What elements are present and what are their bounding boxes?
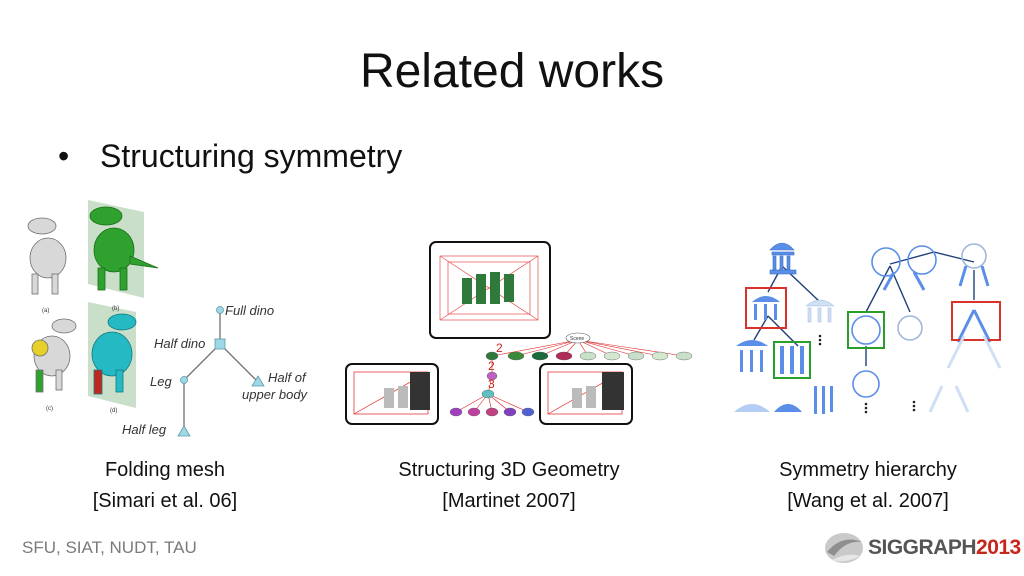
ferris-wheel-model	[851, 243, 987, 398]
graph-node	[627, 351, 645, 361]
graph-node	[675, 351, 693, 361]
tree-node	[177, 425, 191, 437]
caption-title: Folding mesh	[104, 459, 226, 481]
dino-mesh-a	[27, 217, 67, 295]
caption-citation: [Martinet 2007]	[442, 490, 576, 512]
graph-node	[507, 351, 525, 361]
footer-affiliations: SFU, SIAT, NUDT, TAU	[22, 538, 197, 557]
logo-name: SIGGRAPH	[868, 536, 977, 559]
bullet-item: • Structuring symmetry	[58, 134, 402, 178]
bullet-text: Structuring symmetry	[100, 138, 403, 174]
temple-model	[769, 242, 797, 275]
tree-label-half-leg: Half leg	[122, 422, 167, 437]
highlight-box-red	[951, 301, 1001, 341]
caption-citation: [Simari et al. 06]	[92, 490, 238, 512]
graph-node	[485, 351, 499, 361]
graph-level-label: 2	[488, 359, 495, 373]
siggraph-swirl-icon	[825, 533, 863, 563]
highlight-box-green	[847, 311, 885, 349]
panel-label: (b)	[112, 306, 119, 312]
highlight-box-red	[745, 287, 787, 329]
caption-title: Symmetry hierarchy	[779, 459, 957, 481]
panel-label: (a)	[42, 308, 49, 314]
tree-node	[251, 375, 265, 387]
panel-label: (d)	[110, 408, 117, 414]
graph-level-label: 2	[496, 341, 503, 355]
bullet-dot-icon: •	[58, 138, 70, 174]
graph-level-label: 3	[488, 377, 495, 391]
graph-node	[467, 407, 481, 417]
logo-year: 2013	[976, 536, 1021, 559]
slide-title: Related works	[359, 45, 665, 98]
folding-mesh-figure: (a) (b) (c) (d) Full dino	[27, 200, 309, 437]
geometry-graph-figure: Scene 2 2 3	[345, 241, 693, 425]
graph-node	[503, 407, 517, 417]
graph-label-scene: Scene	[570, 336, 584, 342]
highlight-box-green	[773, 341, 811, 379]
tree-node	[216, 306, 224, 314]
graph-node	[579, 351, 597, 361]
graph-node	[531, 351, 549, 361]
tree-node	[180, 376, 188, 384]
dino-mesh-b	[89, 206, 159, 291]
tree-node	[214, 338, 226, 350]
tree-label-full-dino: Full dino	[225, 303, 274, 318]
graph-node	[651, 351, 669, 361]
graph-node	[603, 351, 621, 361]
caption-citation: [Wang et al. 2007]	[787, 490, 949, 512]
tree-label-leg: Leg	[150, 374, 172, 389]
siggraph-logo: SIGGRAPH2013	[822, 526, 1021, 570]
graph-node	[555, 351, 573, 361]
panel-label: (c)	[46, 406, 53, 412]
graph-node	[485, 407, 499, 417]
caption-folding-mesh: Folding mesh [Simari et al. 06]	[40, 455, 290, 517]
dino-mesh-d	[91, 313, 137, 395]
graph-node-scene	[565, 332, 591, 344]
graph-node	[481, 389, 495, 399]
caption-symmetry-hierarchy: Symmetry hierarchy [Wang et al. 2007]	[738, 455, 998, 517]
dino-mesh-c	[31, 318, 77, 393]
caption-structuring-geometry: Structuring 3D Geometry [Martinet 2007]	[364, 455, 654, 517]
symmetry-tree	[183, 312, 259, 432]
graph-node	[449, 407, 463, 417]
tree-label-upper-body: upper body	[242, 387, 309, 402]
tree-label-half-of: Half of	[268, 370, 307, 385]
graph-node	[521, 407, 535, 417]
tree-label-half-dino: Half dino	[154, 336, 205, 351]
symmetry-hierarchy-figure	[734, 242, 1002, 414]
graph-node	[486, 371, 498, 381]
caption-title: Structuring 3D Geometry	[398, 459, 620, 481]
